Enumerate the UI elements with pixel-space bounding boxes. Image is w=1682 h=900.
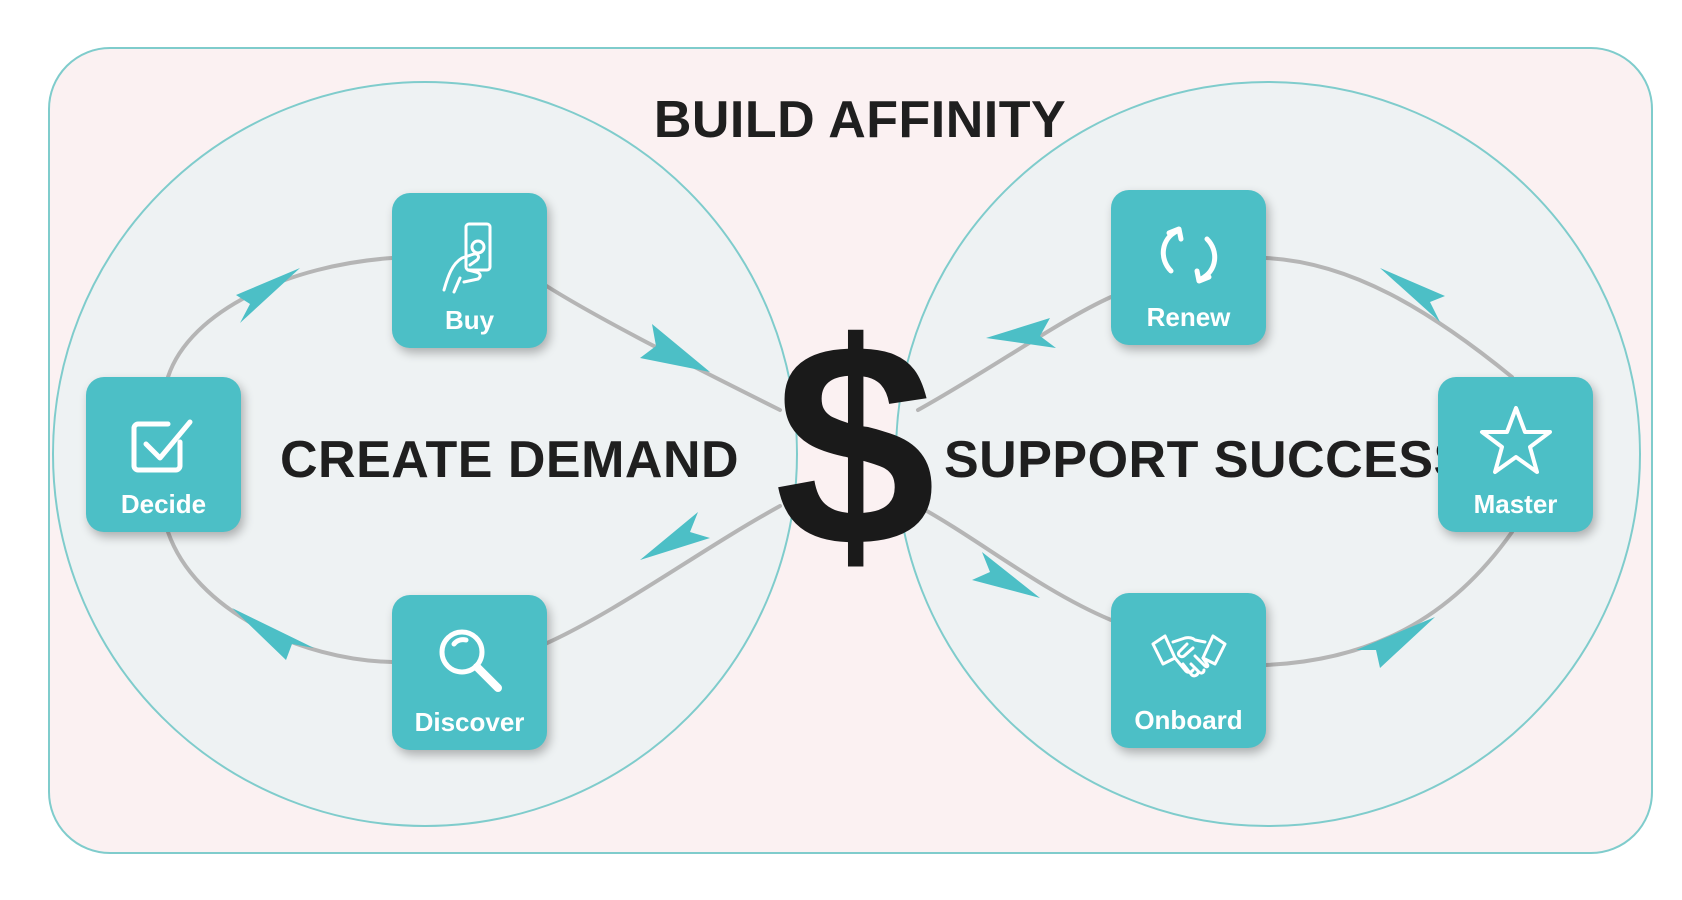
step-master-tile: Master <box>1438 377 1593 532</box>
star-outline-icon <box>1479 406 1552 474</box>
arrow-center-to-onboard <box>972 552 1040 598</box>
arrow-buy-to-center <box>640 324 710 372</box>
arrow-master-to-renew <box>1380 268 1445 322</box>
support-success-label: SUPPORT SUCCESS <box>944 431 1469 489</box>
arrow-onboard-to-master <box>1356 617 1435 668</box>
arrow-renew-to-center <box>986 318 1056 348</box>
flow-arrows <box>232 268 1445 668</box>
step-decide-tile: Decide <box>86 377 241 532</box>
hand-holding-cash-icon <box>442 222 491 294</box>
arrow-decide-to-buy <box>236 268 300 323</box>
diagram-title: BUILD AFFINITY <box>653 91 1067 149</box>
magnifier-icon <box>439 629 502 692</box>
arrow-center-to-discover <box>640 512 710 560</box>
arrow-discover-to-decide <box>232 608 314 660</box>
step-discover-tile: Discover <box>392 595 547 750</box>
checkbox-checked-icon <box>131 419 192 473</box>
left-circle <box>52 81 798 827</box>
step-onboard-label: Onboard <box>1134 705 1243 735</box>
create-demand-label: CREATE DEMAND <box>280 431 740 489</box>
step-onboard-tile: Onboard <box>1111 593 1266 748</box>
step-renew-label: Renew <box>1146 302 1231 332</box>
step-renew-tile: Renew <box>1111 190 1266 345</box>
step-discover-label: Discover <box>414 707 525 737</box>
step-buy-label: Buy <box>444 305 495 335</box>
right-circle <box>895 81 1641 827</box>
step-decide-label: Decide <box>120 489 207 519</box>
dollar-symbol: $ <box>774 283 936 607</box>
step-buy-tile: Buy <box>392 193 547 348</box>
refresh-cycle-icon <box>1160 226 1217 284</box>
step-master-label: Master <box>1473 489 1558 519</box>
handshake-icon <box>1151 634 1226 678</box>
